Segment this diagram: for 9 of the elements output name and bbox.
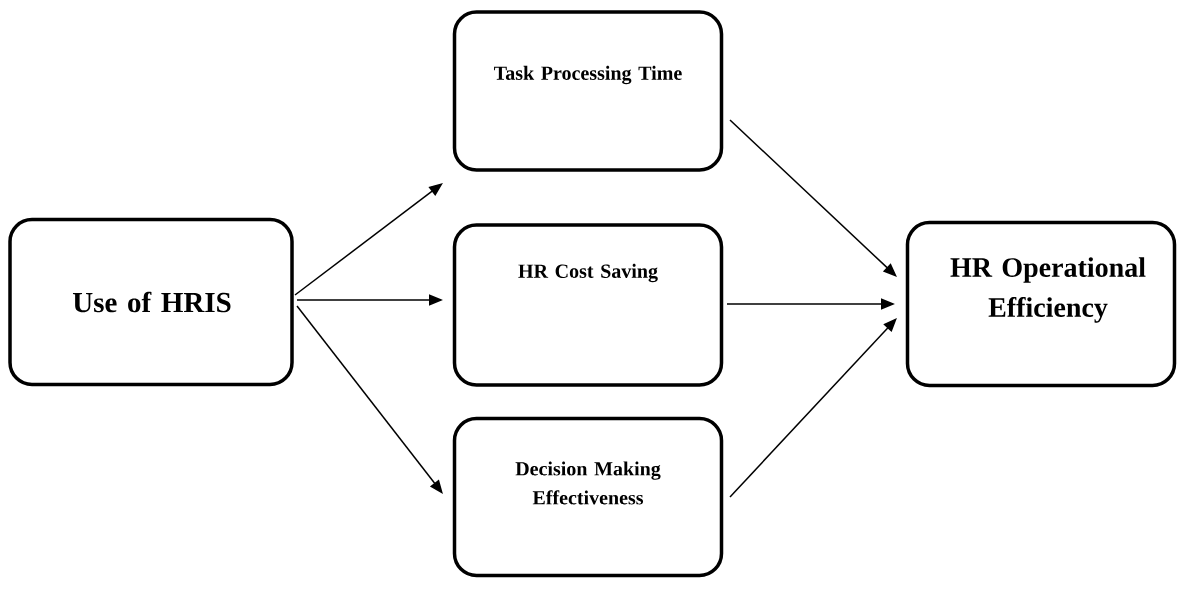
process-box: Task Processing Time <box>452 10 724 172</box>
arrow <box>729 318 897 498</box>
process-box: HR Cost Saving <box>452 223 724 387</box>
process-box: Decision Making Effectiveness <box>452 416 724 578</box>
arrow <box>729 119 897 277</box>
arrow <box>296 305 443 494</box>
arrow <box>294 183 443 296</box>
process-box: HR Operational Efficiency <box>905 220 1177 388</box>
process-box: Use of HRIS <box>8 217 294 387</box>
